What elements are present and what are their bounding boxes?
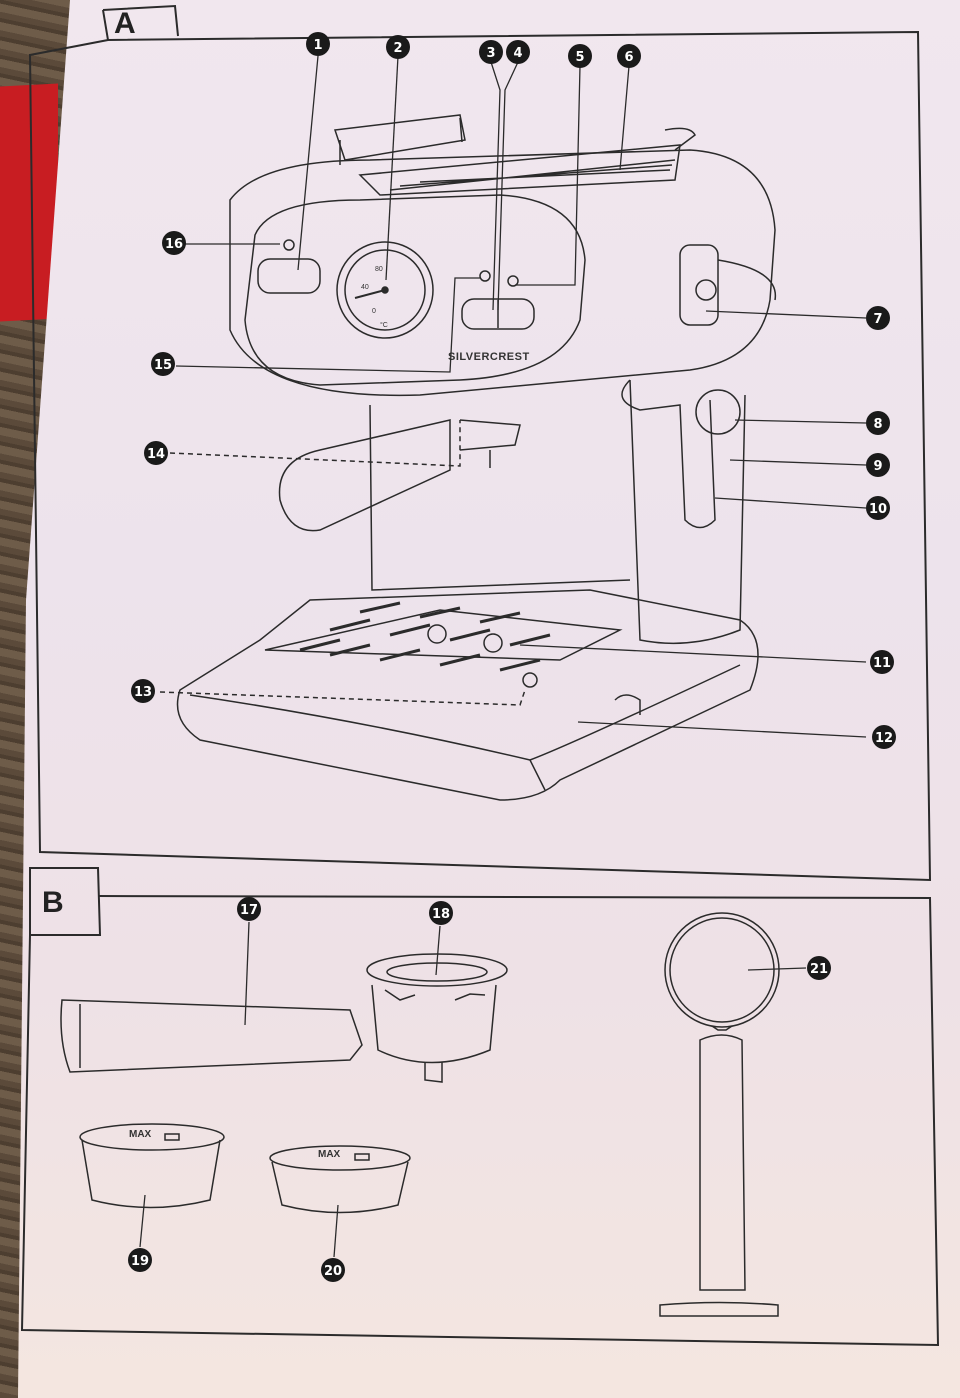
svg-text:2: 2 [393,41,402,56]
svg-text:20: 20 [324,1264,342,1279]
svg-text:14: 14 [147,447,165,462]
gauge-mark-40: 40 [361,284,369,291]
svg-text:16: 16 [165,237,183,252]
callout-9: 9 [866,453,890,477]
gauge-unit: °C [380,321,388,329]
callout-6: 6 [617,44,641,68]
svg-text:4: 4 [513,46,522,61]
section-b-tab [29,867,102,936]
espresso-machine-drawing [176,114,777,801]
svg-text:9: 9 [873,459,882,474]
svg-text:19: 19 [131,1254,149,1269]
svg-text:11: 11 [873,656,891,671]
callout-3: 3 [479,40,503,64]
callout-2: 2 [386,35,410,59]
svg-text:21: 21 [810,962,828,977]
section-a-tab [102,4,179,37]
svg-text:12: 12 [875,731,893,746]
callout-4: 4 [506,40,530,64]
callout-17: 17 [237,897,261,921]
filter-small-max-mark: MAX [129,1129,152,1140]
callout-21: 21 [807,956,831,980]
brand-logo-text: SILVERCREST [448,351,530,363]
svg-text:1: 1 [313,38,322,53]
svg-text:15: 15 [154,358,172,373]
callout-1: 1 [306,32,330,56]
svg-text:10: 10 [869,502,887,517]
svg-text:3: 3 [486,46,495,61]
section-a-frame [28,9,932,882]
callout-markers: 1 2 3 4 5 6 7 8 9 10 11 12 13 14 15 16 1… [128,32,896,1282]
svg-text:7: 7 [873,312,882,327]
leader-lines-a [175,55,867,738]
section-b-frame [20,895,940,1347]
callout-19: 19 [128,1248,152,1272]
callout-11: 11 [870,650,894,674]
svg-text:18: 18 [432,907,450,922]
callout-13: 13 [131,679,155,703]
callout-12: 12 [872,725,896,749]
filter-large-max-mark: MAX [318,1149,341,1160]
gauge-mark-0: 0 [372,308,376,315]
leader-lines-b [139,921,807,1258]
callout-15: 15 [151,352,175,376]
callout-5: 5 [568,44,592,68]
callout-14: 14 [144,441,168,465]
callout-7: 7 [866,306,890,330]
callout-8: 8 [866,411,890,435]
callout-20: 20 [321,1258,345,1282]
svg-text:5: 5 [575,50,584,65]
section-b-label: B [42,886,64,919]
gauge-mark-80: 80 [375,266,383,273]
svg-text:8: 8 [873,417,882,432]
callout-18: 18 [429,901,453,925]
hidden-lines-a [159,420,526,706]
accessories-drawing [60,912,780,1317]
svg-text:6: 6 [624,50,633,65]
callout-16: 16 [162,231,186,255]
section-a-label: A [114,7,136,40]
svg-text:13: 13 [134,685,152,700]
svg-text:17: 17 [240,903,258,918]
callout-10: 10 [866,496,890,520]
